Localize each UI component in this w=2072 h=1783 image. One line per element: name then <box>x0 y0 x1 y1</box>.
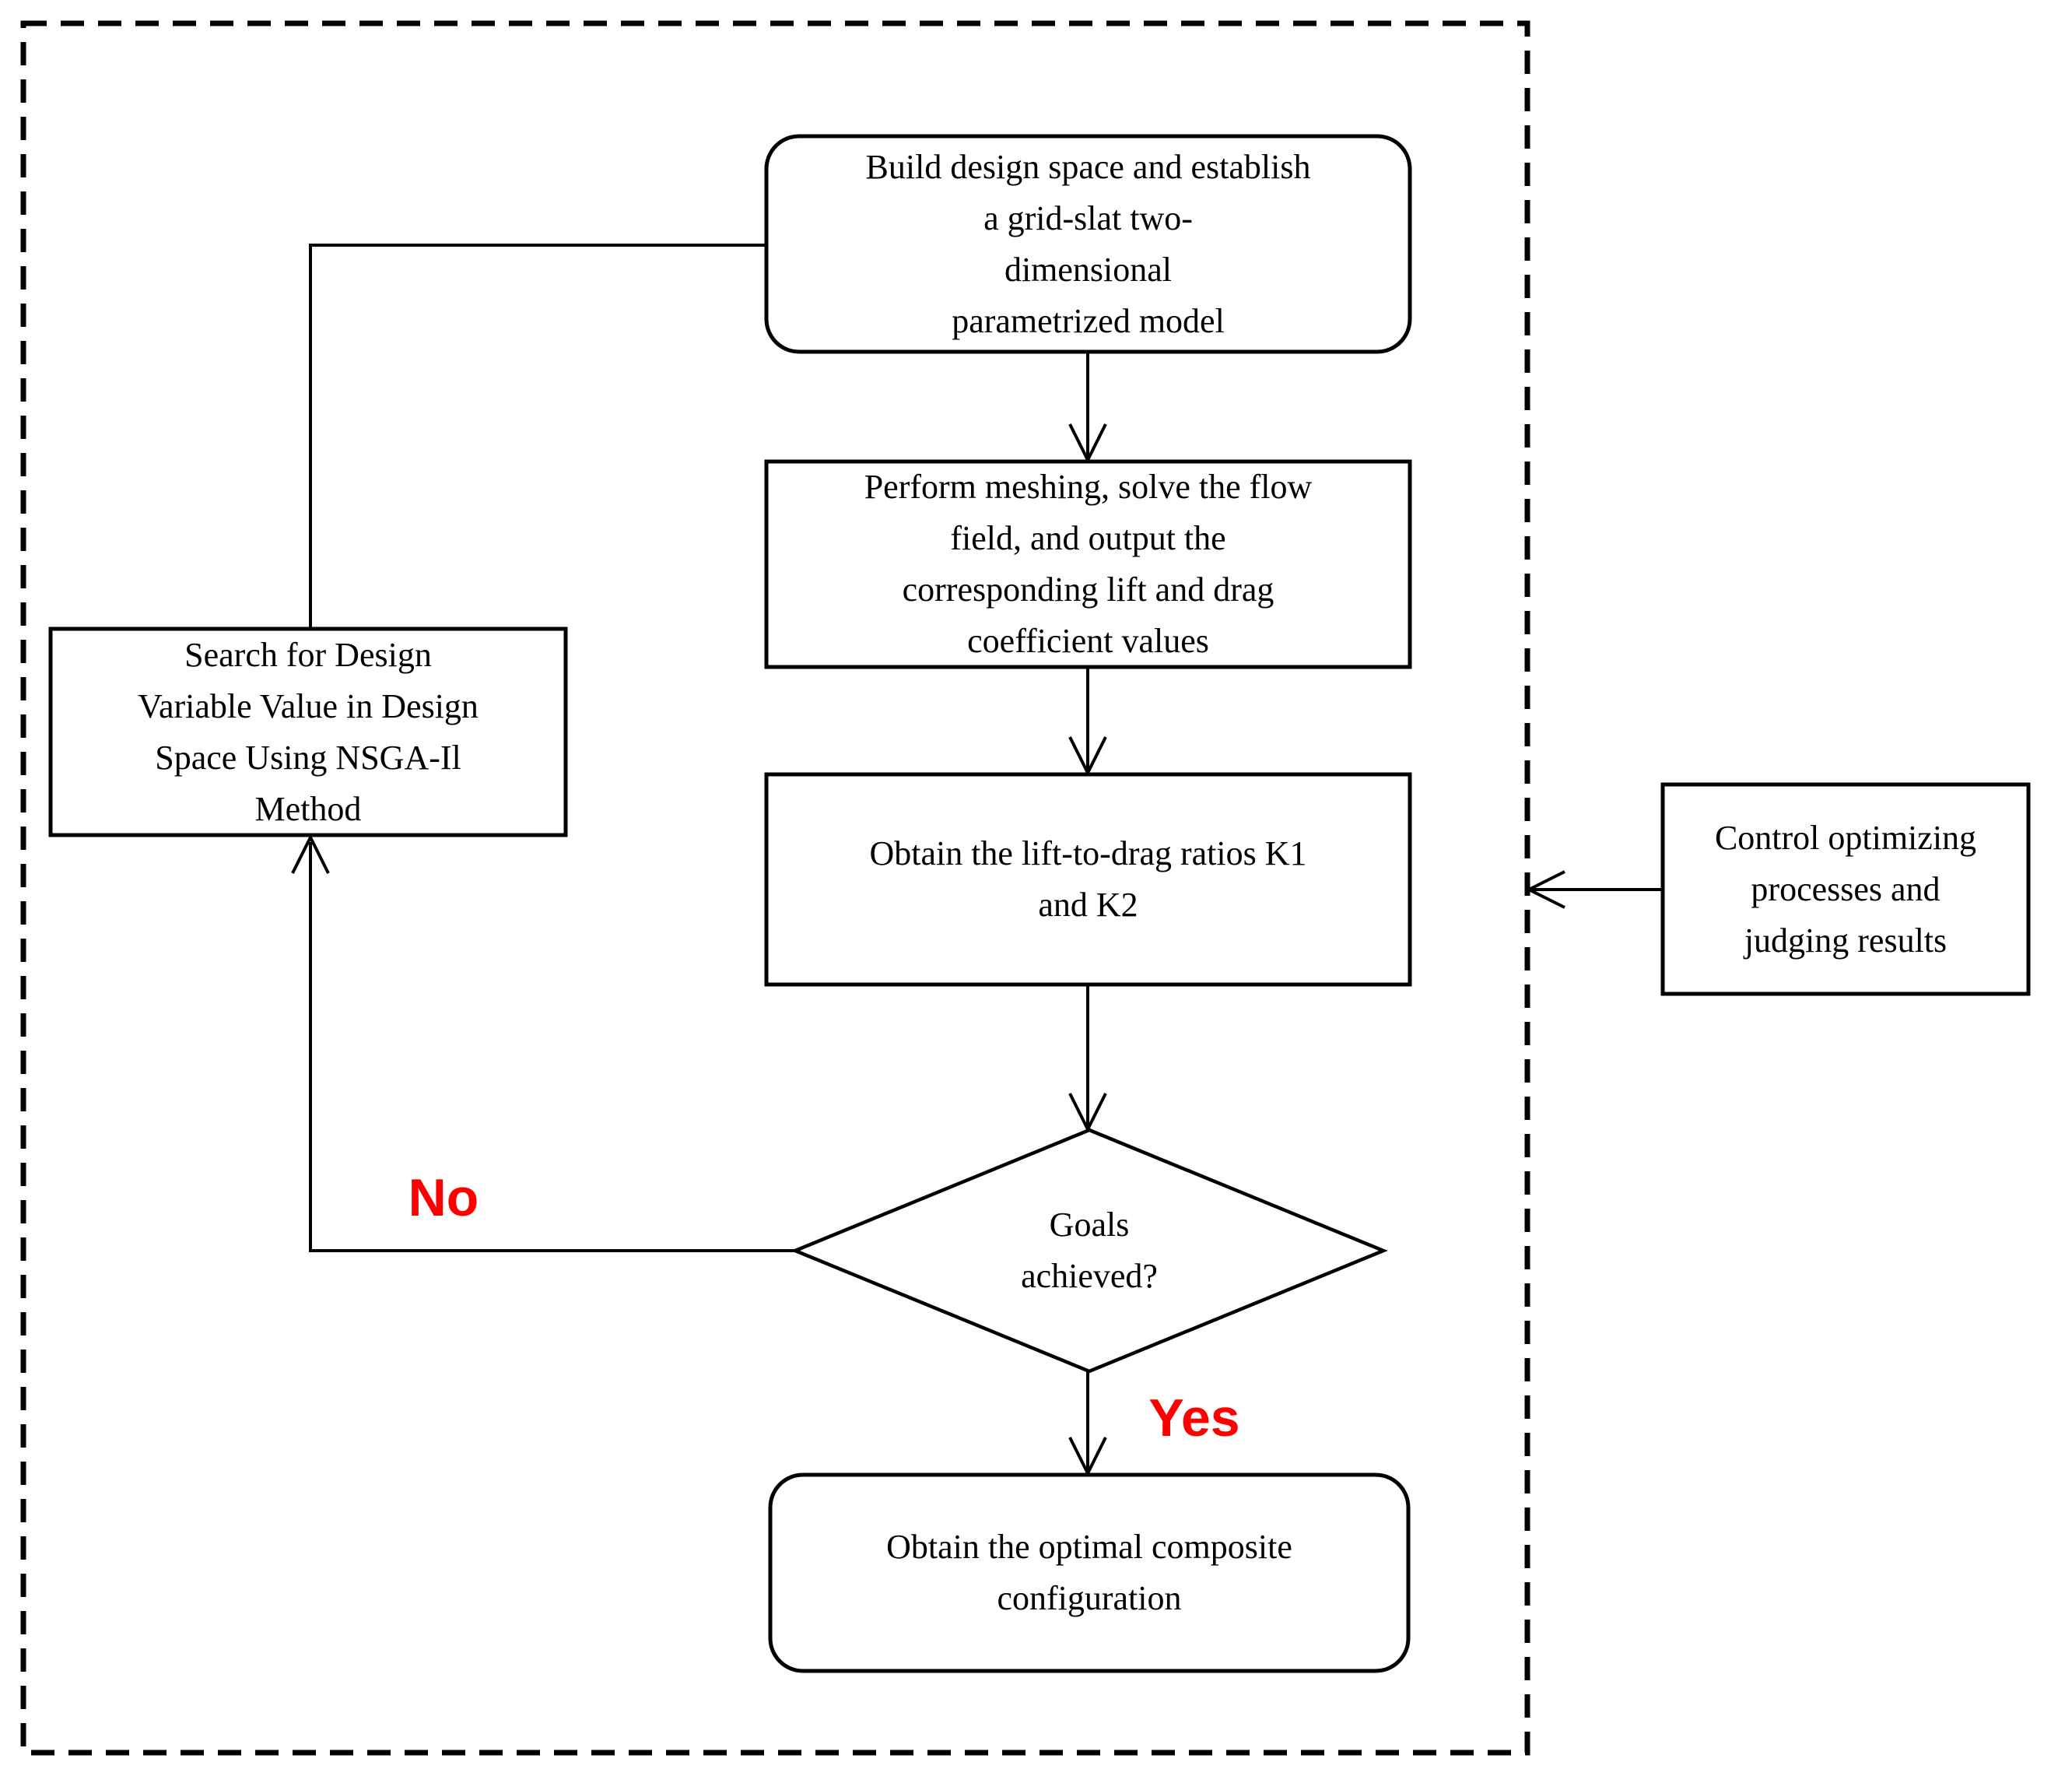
node-text-line: Perform meshing, solve the flow <box>864 468 1313 506</box>
node-text-line: achieved? <box>1021 1257 1158 1295</box>
node-text-line: judging results <box>1744 921 1948 960</box>
node-goals-achieved: Goals achieved? <box>795 1130 1383 1371</box>
build-model-box <box>764 134 1412 354</box>
search-design-variable-box <box>48 627 568 837</box>
node-text-line: Search for Design <box>184 635 432 674</box>
node-text-line: corresponding lift and drag <box>902 570 1274 609</box>
node-obtain-ratios: Obtain the lift-to-drag ratios K1 and K2 <box>766 774 1410 985</box>
node-optimal-configuration: Obtain the optimal composite configurati… <box>770 1475 1408 1671</box>
optimization-loop-boundary <box>20 20 1530 1756</box>
node-text-line: Obtain the optimal composite <box>886 1528 1292 1566</box>
node-text-line: field, and output the <box>950 519 1226 557</box>
edge-label-yes: Yes <box>1148 1388 1240 1448</box>
node-text-line: coefficient values <box>967 622 1209 660</box>
arrowhead-up-icon <box>291 834 330 874</box>
node-text-line: configuration <box>997 1579 1182 1617</box>
control-optimizing-box <box>1660 782 2031 996</box>
node-text-line: Build design space and establish <box>865 147 1311 186</box>
edge-label-no: No <box>408 1168 479 1227</box>
node-text-line: Goals <box>1049 1206 1130 1244</box>
node-text-line: a grid-slat two- <box>983 198 1193 237</box>
optimal-configuration-box <box>768 1472 1411 1673</box>
edge-decision-no-line <box>309 842 795 1252</box>
node-text-line: Space Using NSGA-Il <box>155 738 461 777</box>
arrowhead-left-icon <box>1525 870 1565 909</box>
node-text-line: and K2 <box>1038 886 1138 924</box>
node-text-line: Control optimizing <box>1714 818 1977 857</box>
node-text-line: Obtain the lift-to-drag ratios K1 <box>869 834 1307 872</box>
perform-meshing-box <box>764 459 1412 669</box>
node-text-line: parametrized model <box>952 301 1225 340</box>
goals-achieved-diamond <box>791 1128 1388 1374</box>
node-search-design-variable: Search for Design Variable Value in Desi… <box>51 629 566 835</box>
node-text-line: dimensional <box>1004 250 1173 289</box>
obtain-ratios-box <box>764 772 1412 987</box>
node-text-line: Variable Value in Design <box>138 686 479 725</box>
node-text-line: processes and <box>1751 869 1941 908</box>
node-build-model: Build design space and establish a grid-… <box>766 136 1410 352</box>
edge-search-to-build-line <box>309 244 765 627</box>
node-text-line: Method <box>254 789 362 828</box>
node-perform-meshing: Perform meshing, solve the flow field, a… <box>766 462 1410 667</box>
node-control-optimizing: Control optimizing processes and judging… <box>1663 784 2028 994</box>
